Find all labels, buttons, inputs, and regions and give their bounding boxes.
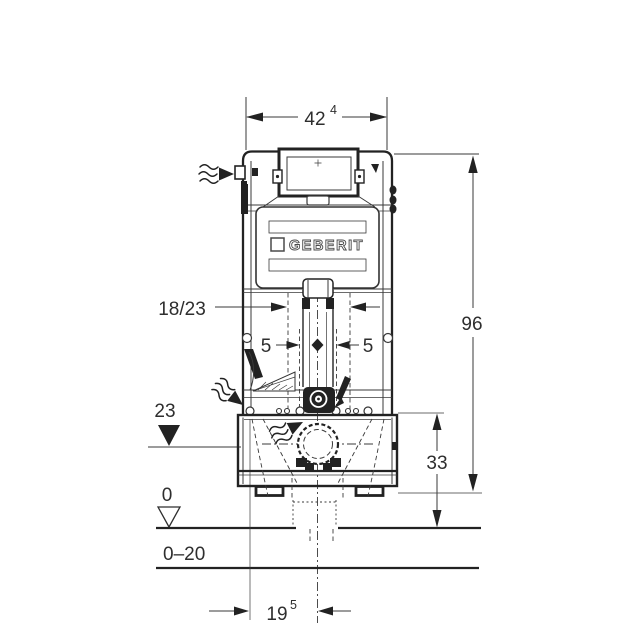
lower-box (236, 413, 399, 497)
dim-label-width-sup: 4 (330, 103, 337, 117)
dimension-height-96: 96 (394, 153, 483, 494)
floor-lines: 0–20 (156, 526, 481, 570)
dim-label-5-right: 5 (363, 336, 374, 357)
right-lever (336, 376, 351, 401)
frame-foot-right (354, 485, 385, 497)
dim-label-96: 96 (461, 314, 482, 335)
left-rail-dark-segment (241, 184, 248, 214)
flush-bend-elbow (303, 387, 335, 413)
dimension-offset-195: 19 5 (209, 419, 351, 625)
dimension-bend-1823: 18/23 (158, 293, 380, 412)
dim-arrow-left (318, 606, 333, 616)
level-triangle-open (156, 506, 182, 529)
dimension-pipe-5-5: 5 5 (261, 329, 374, 410)
dim-arrow-right (370, 112, 387, 122)
dim-label-1823: 18/23 (158, 299, 206, 320)
dim-label-195: 19 (266, 604, 287, 625)
logo-square (270, 237, 285, 252)
dim-arrow-left (336, 341, 350, 349)
dim-arrow-down (468, 474, 478, 492)
floor-range-label: 0–20 (163, 544, 205, 565)
dim-label-33: 33 (426, 453, 447, 474)
dim-label-195-sup: 5 (290, 598, 297, 612)
dim-label-width: 42 (304, 109, 325, 130)
window-handle (306, 195, 330, 206)
level-label-0: 0 (162, 485, 173, 506)
level-marker-23: 23 (148, 401, 241, 448)
wc-outline-dashed (251, 418, 385, 543)
dim-arrow-right (271, 302, 287, 312)
water-connection-stub (234, 165, 246, 180)
dim-arrow-right (234, 606, 249, 616)
dim-arrow-up (432, 413, 442, 430)
level-label-23: 23 (154, 401, 175, 422)
box-right-tab (392, 442, 398, 450)
dimension-height-33: 33 (398, 412, 448, 528)
level-triangle-filled (158, 425, 180, 446)
cistern-panel: GEBERIT (255, 206, 380, 289)
dim-label-5-left: 5 (261, 336, 272, 357)
dim-arrow-right (286, 341, 300, 349)
right-edge-bump (389, 195, 397, 205)
rail-tab-right (382, 332, 394, 344)
left-clip-dark (252, 168, 258, 176)
geberit-logo: GEBERIT (289, 238, 364, 254)
right-tick-mark (371, 164, 379, 173)
water-flow-arrow-mid (211, 377, 243, 405)
flush-pipe (302, 278, 334, 387)
drain-socket (296, 422, 341, 470)
dim-arrow-left (246, 112, 263, 122)
dim-arrow-up (468, 155, 478, 173)
center-diamond (311, 338, 324, 352)
right-edge-bump (389, 185, 397, 195)
level-marker-0: 0 (156, 485, 182, 529)
dim-arrow-left (350, 302, 366, 312)
mounting-plate (244, 349, 373, 416)
frame-foot-left (254, 485, 285, 497)
rail-tab-left (241, 332, 253, 344)
right-edge-bump (389, 204, 397, 214)
pipe-coupling (302, 278, 334, 299)
water-flow-arrow-inner (268, 422, 303, 445)
water-supply-arrow-top (198, 164, 234, 184)
inspection-window (262, 147, 376, 208)
dimension-width-top: 42 4 (245, 97, 388, 150)
dim-arrow-down (432, 510, 442, 528)
